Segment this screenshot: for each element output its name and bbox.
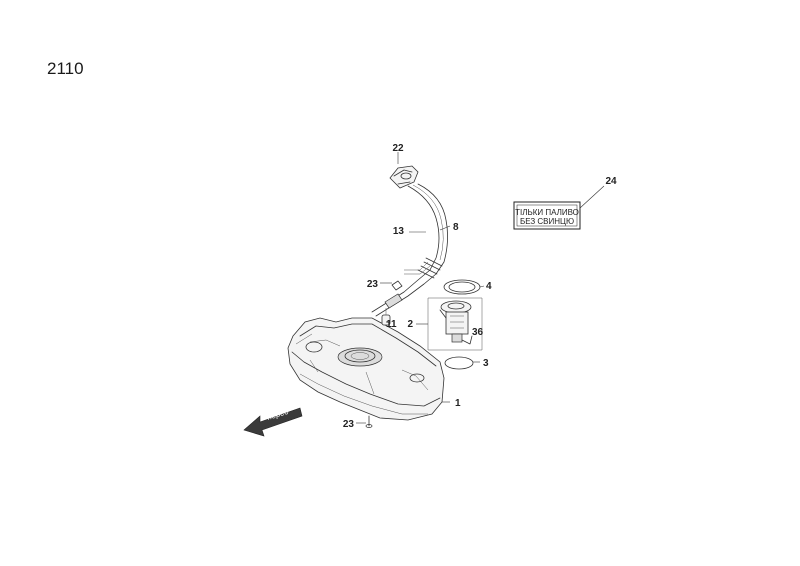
callout-13: 13 xyxy=(393,226,405,237)
seal-part-3 xyxy=(444,356,474,370)
fuel-pump-module-part-2 xyxy=(427,297,483,351)
callout-23-lower: 23 xyxy=(343,419,355,430)
sticker-line-2: БЕЗ СВИНЦЮ xyxy=(520,217,574,226)
callout-24: 24 xyxy=(605,176,617,187)
bolt-part-23-lower xyxy=(365,415,373,428)
filler-neck-part-8 xyxy=(371,183,448,317)
callout-1: 1 xyxy=(455,398,461,409)
fuel-tank-part-1 xyxy=(287,317,445,421)
sticker-line-1: ТІЛЬКИ ПАЛИВО xyxy=(515,208,579,217)
leader-lines xyxy=(356,152,605,424)
callout-3: 3 xyxy=(483,358,489,369)
filler-cap-housing-part-22 xyxy=(389,165,419,189)
callout-2: 2 xyxy=(407,319,413,330)
fuel-sticker-part-24: ТІЛЬКИ ПАЛИВО БЕЗ СВИНЦЮ xyxy=(513,201,581,230)
callout-4: 4 xyxy=(486,281,492,292)
callout-11: 11 xyxy=(386,319,397,330)
hose-clamp-part-23 xyxy=(391,280,403,291)
forward-direction-arrow: перед xyxy=(243,407,303,437)
callout-36: 36 xyxy=(472,327,484,338)
hose-connector-part-11 xyxy=(381,293,403,326)
callout-labels: 22 13 8 23 11 2 4 36 3 1 23 24 xyxy=(343,143,617,430)
callout-22: 22 xyxy=(392,143,404,154)
callout-8: 8 xyxy=(453,222,459,233)
callout-23-upper: 23 xyxy=(367,279,379,290)
page-code: 2110 xyxy=(47,59,84,78)
lock-ring-part-4 xyxy=(443,279,481,295)
